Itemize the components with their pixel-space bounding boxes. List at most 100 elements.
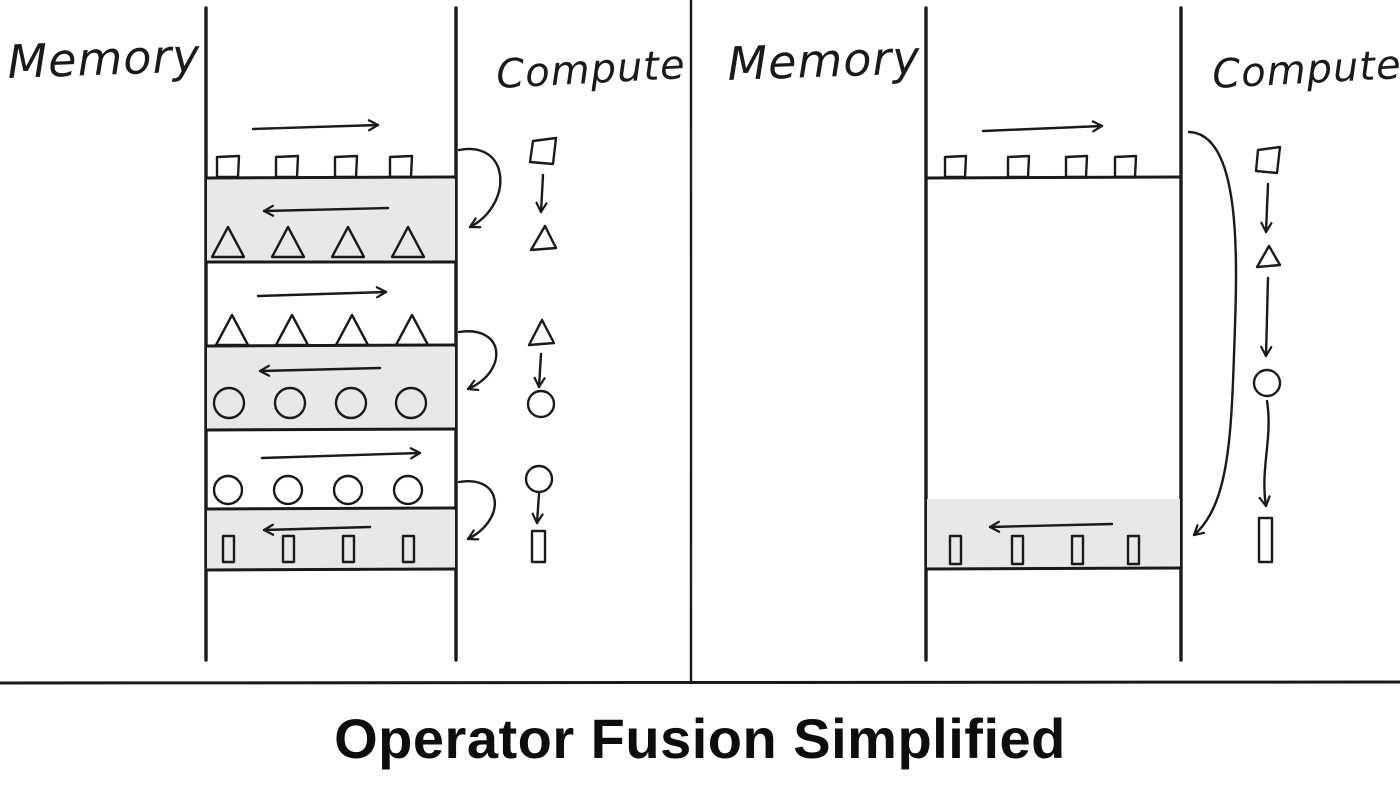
bar-row xyxy=(221,534,416,564)
left-panel-unfused: Memory Compute xyxy=(6,6,687,662)
bar-icon xyxy=(281,534,296,564)
circle-icon xyxy=(524,464,554,494)
stage3-bottom-line xyxy=(204,567,458,572)
stage2-bottom-line xyxy=(204,427,458,432)
memory-wall-right xyxy=(1178,6,1184,662)
memory-wall-left xyxy=(923,6,929,662)
stage3-store-band xyxy=(207,510,455,570)
circle-icon xyxy=(392,474,424,506)
panel-divider-line xyxy=(689,0,693,684)
compute-label-left: Compute xyxy=(495,42,687,98)
triangle-icon xyxy=(1255,244,1282,269)
stage1-store-band xyxy=(207,179,455,263)
memory-wall-left xyxy=(203,6,209,662)
circle-icon xyxy=(273,386,307,420)
square-row xyxy=(215,154,414,179)
load-line xyxy=(924,175,1183,180)
chain-arrow-down xyxy=(1260,276,1273,358)
bar-icon xyxy=(948,534,963,566)
stage1-top-line xyxy=(204,175,458,180)
circle-icon xyxy=(334,386,368,420)
load-arrow xyxy=(260,447,422,460)
square-icon xyxy=(388,154,414,179)
bar-icon xyxy=(1257,516,1274,564)
memory-label-right: Memory xyxy=(726,30,921,91)
circle-icon xyxy=(212,474,244,506)
op-arrow-down xyxy=(533,352,546,389)
triangle-icon xyxy=(210,225,246,259)
bar-icon xyxy=(401,534,416,564)
square-icon xyxy=(1254,145,1282,175)
compute-label-right: Compute xyxy=(1211,42,1400,98)
circle-icon xyxy=(1252,368,1282,398)
circle-row xyxy=(212,474,424,506)
square-icon xyxy=(274,154,300,179)
square-icon xyxy=(528,136,558,166)
op2-triangle-to-circle xyxy=(457,318,556,419)
store-line xyxy=(924,566,1183,571)
frame xyxy=(0,0,1400,685)
fused-store xyxy=(924,520,1183,571)
triangle-row xyxy=(210,225,426,259)
fused-store-band xyxy=(927,499,1180,569)
triangle-row xyxy=(214,313,430,347)
stage-1 xyxy=(204,119,458,264)
bar-icon xyxy=(530,529,547,564)
chain-arrow-down xyxy=(1260,182,1273,234)
square-icon xyxy=(1113,154,1138,179)
op1-square-to-triangle xyxy=(457,136,558,252)
fused-load xyxy=(924,120,1183,180)
circle-icon xyxy=(526,389,556,419)
compute-chain-fused xyxy=(1187,130,1282,564)
fused-roundtrip-bracket xyxy=(1187,130,1238,537)
store-arrow xyxy=(262,204,390,217)
triangle-icon xyxy=(394,313,430,347)
circle-icon xyxy=(394,386,428,420)
triangle-icon xyxy=(214,313,250,347)
triangle-icon xyxy=(270,225,306,259)
bar-icon xyxy=(1070,534,1085,566)
stage-2 xyxy=(204,286,458,432)
triangle-icon xyxy=(334,313,370,347)
footer-divider-line xyxy=(0,680,1400,685)
square-icon xyxy=(1064,154,1089,179)
roundtrip-bracket xyxy=(457,147,502,229)
stage2-top-line xyxy=(204,343,458,348)
square-icon xyxy=(333,154,359,179)
triangle-icon xyxy=(527,318,556,347)
chain-arrow-down xyxy=(1258,399,1271,508)
load-arrow xyxy=(981,120,1104,133)
compute-ops-left xyxy=(457,136,558,564)
store-arrow xyxy=(988,520,1114,533)
memory-label-left: Memory xyxy=(6,28,201,89)
square-row xyxy=(943,154,1138,179)
roundtrip-bracket xyxy=(457,480,496,541)
memory-lane-left xyxy=(203,6,459,662)
right-panel-fused: Memory Compute xyxy=(726,6,1400,662)
roundtrip-bracket xyxy=(457,330,498,392)
triangle-icon xyxy=(274,313,310,347)
op3-circle-to-bar xyxy=(457,464,554,564)
square-icon xyxy=(943,154,968,179)
stage3-top-line xyxy=(204,506,458,511)
op-arrow-down xyxy=(535,173,548,214)
circle-icon xyxy=(212,386,246,420)
square-icon xyxy=(1006,154,1031,179)
triangle-icon xyxy=(529,224,558,252)
bar-icon xyxy=(221,534,236,564)
load-arrow xyxy=(256,286,388,299)
store-arrow xyxy=(262,523,372,536)
bar-icon xyxy=(341,534,356,564)
triangle-icon xyxy=(390,225,426,259)
store-arrow xyxy=(258,364,382,377)
load-arrow xyxy=(251,119,380,132)
bar-icon xyxy=(1126,534,1141,566)
circle-row xyxy=(212,386,428,420)
bar-icon xyxy=(1010,534,1025,566)
triangle-icon xyxy=(330,225,366,259)
op-arrow-down xyxy=(531,492,544,525)
circle-icon xyxy=(332,474,364,506)
memory-wall-right xyxy=(453,6,459,662)
bar-row xyxy=(948,534,1141,566)
